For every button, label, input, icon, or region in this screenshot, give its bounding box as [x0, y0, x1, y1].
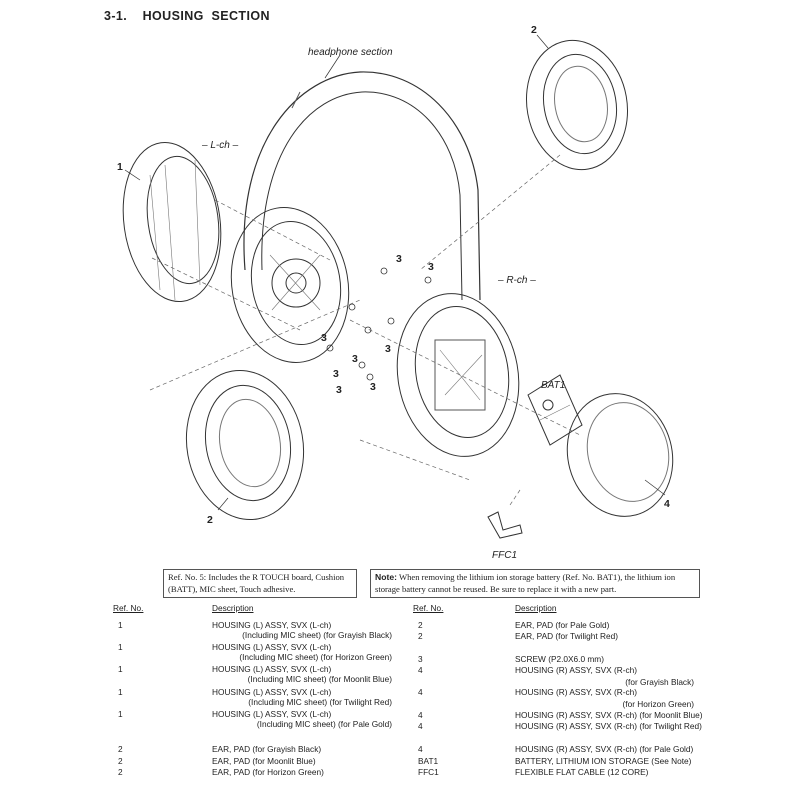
header-desc-left: Description [212, 603, 254, 613]
ref5-note-text: Ref. No. 5: Includes the R TOUCH board, … [168, 572, 345, 594]
ref-number-4: 4 [664, 498, 670, 510]
right-driver-unit [396, 293, 520, 457]
ref-number-3: 3 [370, 381, 376, 393]
ear-pad-bottom-left [185, 369, 305, 521]
table-row-ref: 3 [418, 654, 423, 664]
ref-number-3: 3 [333, 368, 339, 380]
table-row-ref: 1 [118, 687, 123, 697]
table-row-ref: 1 [118, 709, 123, 719]
header-desc-right: Description [515, 603, 557, 613]
callout-l-ch: – L-ch – [201, 140, 239, 151]
table-row-ref: 2 [118, 756, 123, 766]
section-title: 3-1. HOUSING SECTION [104, 9, 270, 23]
table-row-ref: 4 [418, 710, 423, 720]
ref-number-3: 3 [321, 332, 327, 344]
table-row-ref: 4 [418, 721, 423, 731]
table-row-subdesc: (for Horizon Green) [622, 699, 694, 709]
table-row-ref: 2 [118, 767, 123, 777]
table-row-desc: FLEXIBLE FLAT CABLE (12 CORE) [515, 767, 649, 777]
ear-pad-top-right [525, 39, 629, 171]
ref-number-2-bottom: 2 [207, 514, 213, 526]
battery-note-text: When removing the lithium ion storage ba… [375, 572, 676, 594]
table-row-desc: HOUSING (R) ASSY, SVX (R-ch) (for Twilig… [515, 721, 702, 731]
table-row-ref: FFC1 [418, 767, 439, 777]
table-row-desc: SCREW (P2.0X6.0 mm) [515, 654, 604, 664]
table-row-ref: 1 [118, 620, 123, 630]
table-row-desc: BATTERY, LITHIUM ION STORAGE (See Note) [515, 756, 692, 766]
left-driver-unit [230, 207, 350, 363]
table-row-desc: HOUSING (R) ASSY, SVX (R-ch) [515, 687, 638, 697]
ref-number-3: 3 [396, 253, 402, 265]
table-row-desc: EAR, PAD (for Pale Gold) [515, 620, 610, 630]
table-row-ref: 1 [118, 664, 123, 674]
table-row-ref: 2 [418, 631, 423, 641]
callout-headphone-section: headphone section [308, 47, 393, 58]
table-row-subdesc: (Including MIC sheet) (for Horizon Green… [239, 652, 392, 662]
table-row-subdesc: (for Grayish Black) [625, 677, 694, 687]
ffc-cable [487, 511, 523, 539]
table-row-ref: 2 [118, 744, 123, 754]
screws [326, 267, 432, 381]
battery-note: Note: When removing the lithium ion stor… [370, 569, 700, 598]
table-row-ref: BAT1 [418, 756, 439, 766]
headband-inner [261, 91, 463, 301]
callout-bat1: BAT1 [541, 380, 565, 391]
table-row-desc: EAR, PAD (for Horizon Green) [212, 767, 324, 777]
table-row-subdesc: (Including MIC sheet) (for Twilight Red) [248, 697, 392, 707]
table-row-ref: 4 [418, 665, 423, 675]
callout-ffc1: FFC1 [492, 550, 517, 560]
table-row-desc: HOUSING (R) ASSY, SVX (R-ch) (for Moonli… [515, 710, 703, 720]
table-row-subdesc: (Including MIC sheet) (for Moonlit Blue) [247, 674, 392, 684]
table-row-desc: HOUSING (L) ASSY, SVX (L-ch) [212, 642, 332, 652]
table-row-ref: 4 [418, 687, 423, 697]
ref-number-3: 3 [385, 343, 391, 355]
ref5-note: Ref. No. 5: Includes the R TOUCH board, … [163, 569, 357, 598]
headband [243, 71, 481, 301]
note-label: Note: [375, 572, 397, 582]
table-row-ref: 2 [418, 620, 423, 630]
ref-number-3: 3 [428, 261, 434, 273]
table-row-subdesc: (Including MIC sheet) (for Grayish Black… [242, 630, 392, 640]
right-housing-cover [566, 393, 674, 517]
exploded-view-diagram: headphone section – L-ch – – R-ch – BAT1… [117, 24, 674, 560]
table-row-desc: HOUSING (R) ASSY, SVX (R-ch) (for Pale G… [515, 744, 694, 754]
header-ref-right: Ref. No. [413, 603, 444, 613]
table-row-ref: 1 [118, 642, 123, 652]
ref-number-3: 3 [336, 384, 342, 396]
ref-number-3: 3 [352, 353, 358, 365]
ref-number-2-top: 2 [531, 24, 537, 36]
table-row-desc: EAR, PAD (for Twilight Red) [515, 631, 618, 641]
table-row-desc: HOUSING (L) ASSY, SVX (L-ch) [212, 620, 332, 630]
table-row-desc: HOUSING (L) ASSY, SVX (L-ch) [212, 709, 332, 719]
callout-r-ch: – R-ch – [497, 275, 536, 286]
left-housing-part [122, 141, 222, 303]
table-row-desc: HOUSING (L) ASSY, SVX (L-ch) [212, 664, 332, 674]
table-row-ref: 4 [418, 744, 423, 754]
table-row-desc: EAR, PAD (for Grayish Black) [212, 744, 322, 754]
table-row-desc: EAR, PAD (for Moonlit Blue) [212, 756, 316, 766]
table-row-subdesc: (Including MIC sheet) (for Pale Gold) [256, 719, 392, 729]
header-ref-left: Ref. No. [113, 603, 144, 613]
table-row-desc: HOUSING (R) ASSY, SVX (R-ch) [515, 665, 638, 675]
table-row-desc: HOUSING (L) ASSY, SVX (L-ch) [212, 687, 332, 697]
ref-number-1: 1 [117, 161, 123, 173]
